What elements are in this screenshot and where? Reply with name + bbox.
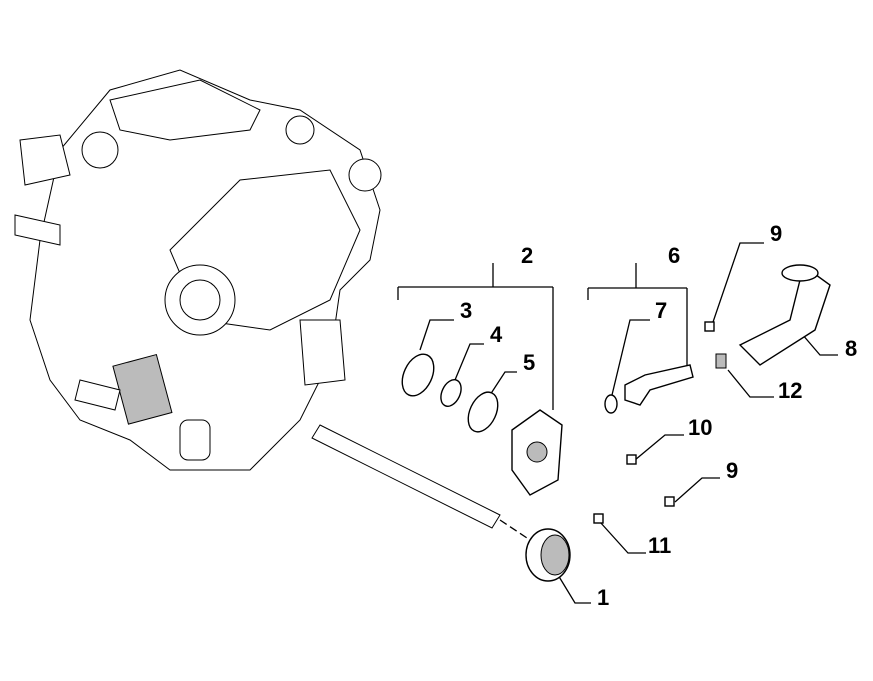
callout-1: 1	[597, 585, 609, 610]
callout-9-bottom: 9	[726, 458, 738, 483]
callout-lines	[397, 242, 838, 604]
callout-10: 10	[688, 415, 712, 440]
callout-12: 12	[778, 378, 802, 403]
callout-2: 2	[521, 243, 533, 268]
seal-4	[440, 379, 462, 407]
o-ring-7	[604, 394, 618, 414]
callout-11: 11	[648, 533, 671, 558]
clip-12	[715, 353, 727, 369]
o-ring-3	[401, 353, 435, 397]
callout-6: 6	[668, 243, 680, 268]
pulley-1	[525, 528, 571, 582]
o-ring-5	[467, 391, 499, 433]
hose-8	[738, 271, 831, 366]
callout-7: 7	[655, 298, 667, 323]
parts	[401, 264, 831, 582]
callout-8: 8	[845, 336, 857, 361]
callout-5: 5	[523, 350, 535, 375]
callout-4: 4	[490, 322, 503, 347]
engine-assembly	[14, 69, 561, 561]
callout-9-top: 9	[770, 221, 782, 246]
callout-labels: 1 2 3 4 5 6 7 8 9 9 10 11 12	[460, 221, 857, 610]
outlet-fitting	[624, 364, 694, 406]
bolts	[593, 321, 715, 524]
callout-3: 3	[460, 298, 472, 323]
